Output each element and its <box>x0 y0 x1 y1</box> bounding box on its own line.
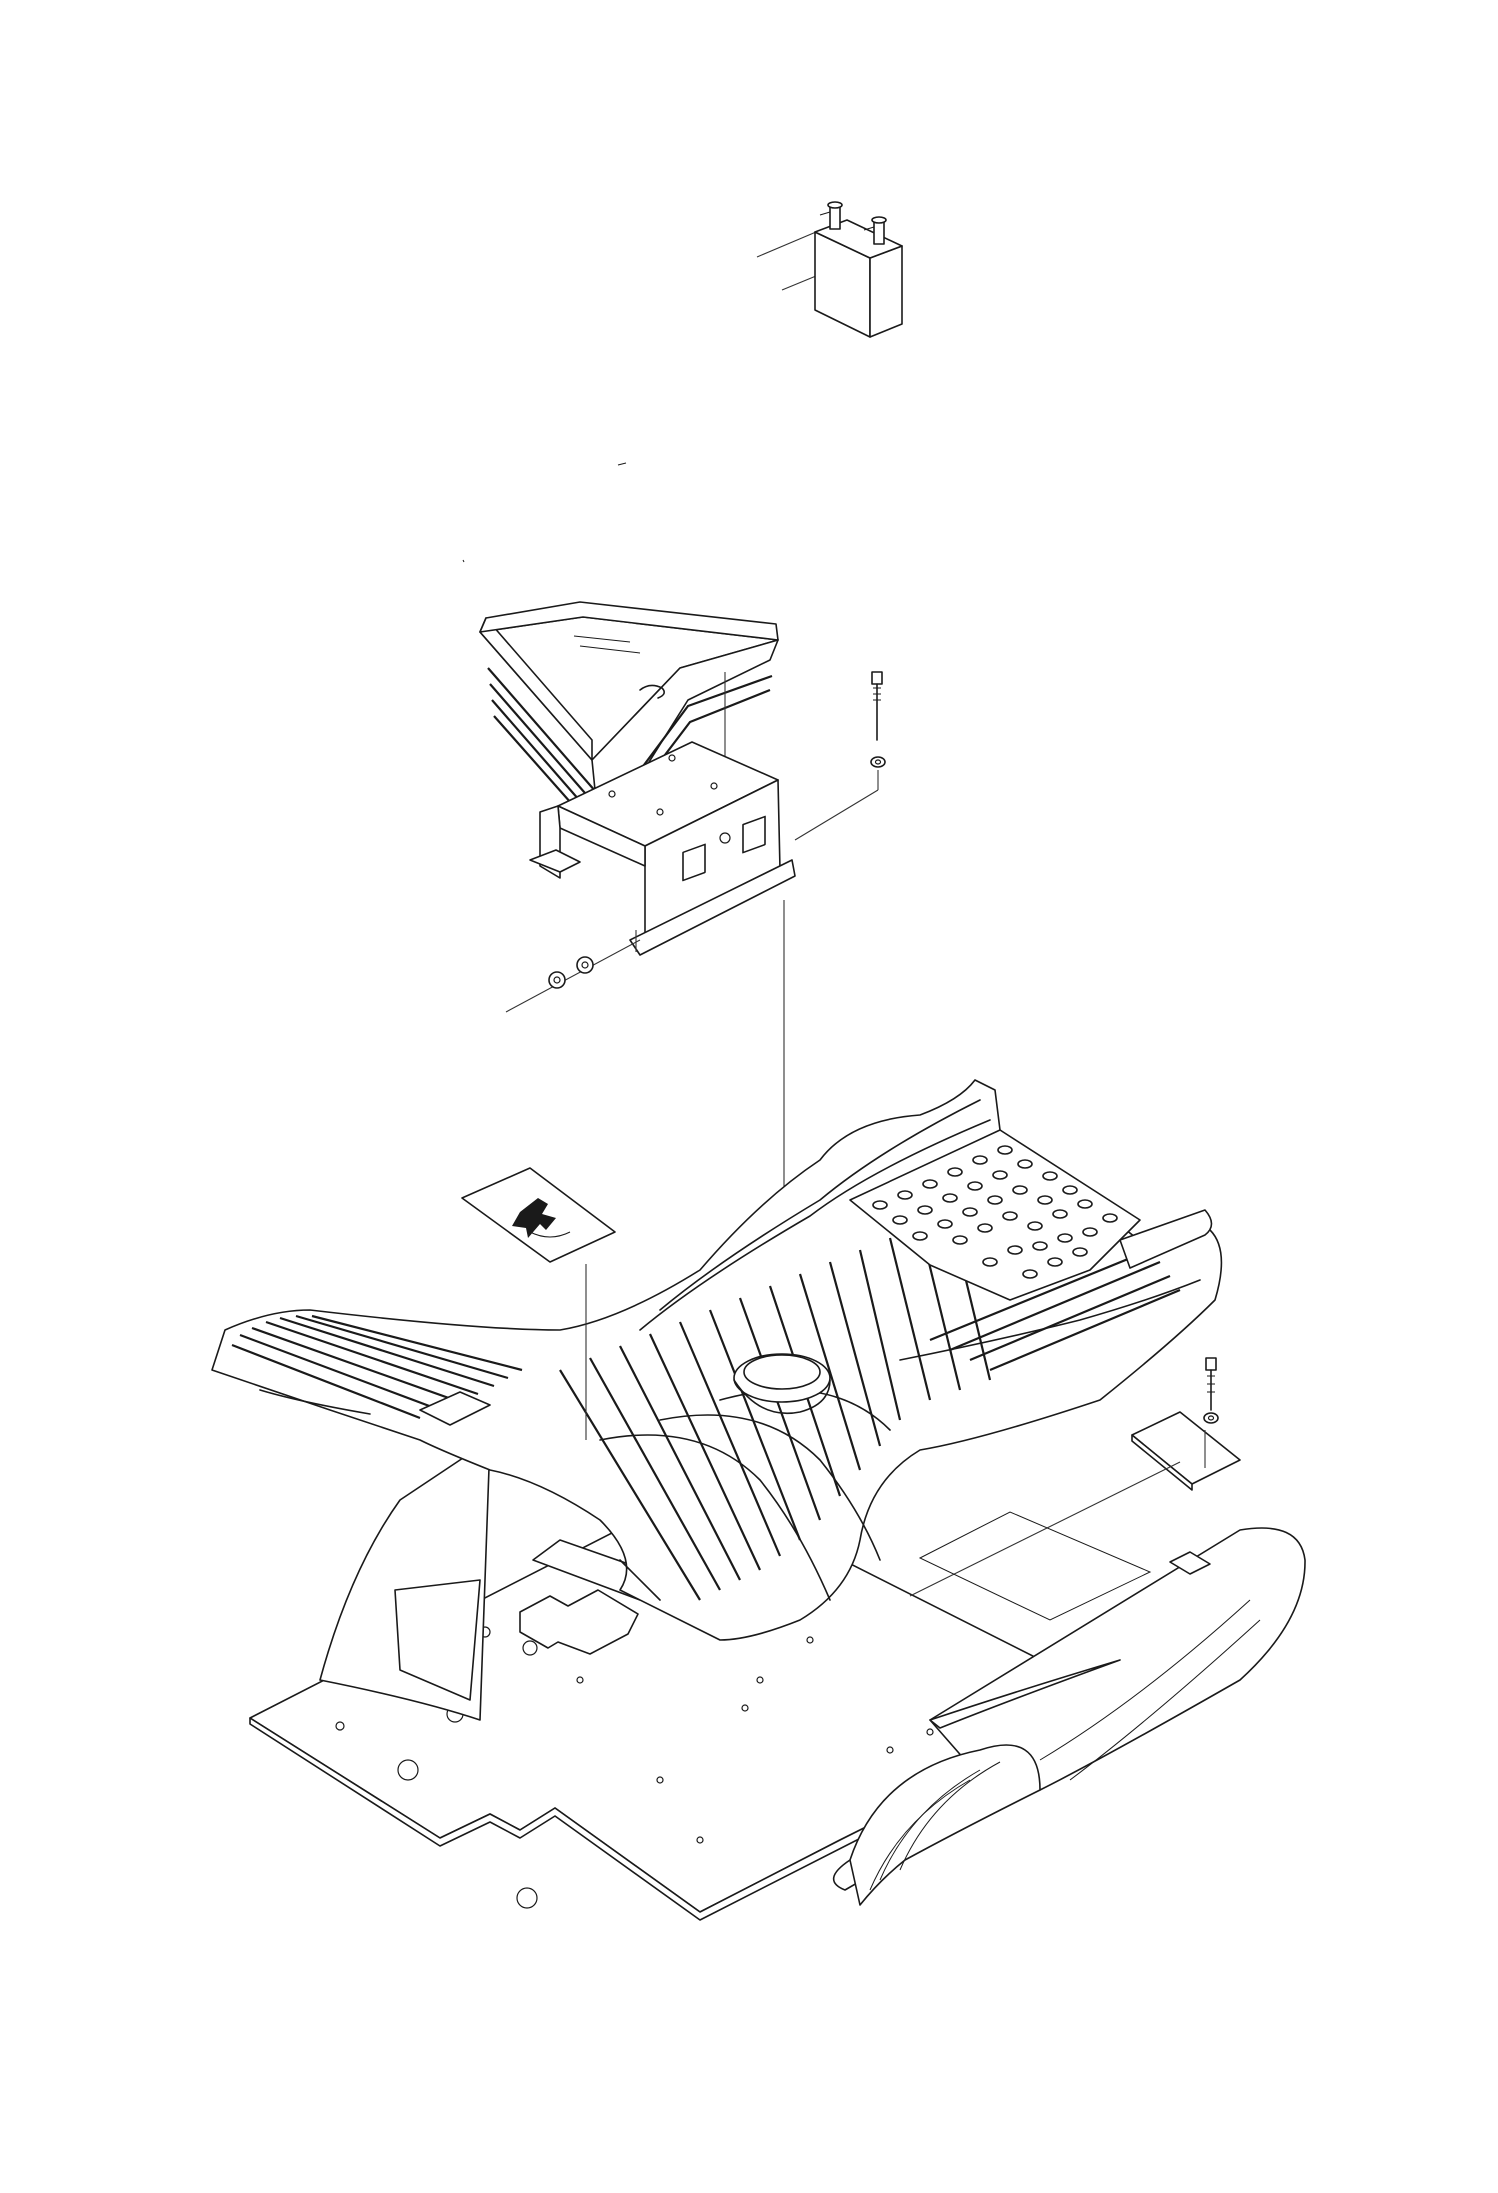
washer-icon <box>794 756 886 841</box>
stray-mark <box>617 462 627 466</box>
warning-label-icon <box>461 1167 616 1440</box>
mounting-plate-icon <box>909 1411 1241 1597</box>
bolt-icon <box>871 671 883 741</box>
washer-icon <box>1203 1412 1219 1424</box>
washer-icon <box>505 939 641 1013</box>
stray-mark <box>462 559 465 563</box>
bolt-icon <box>1205 1357 1217 1411</box>
base-plate-icon <box>918 1511 1211 1621</box>
seat-bracket-icon <box>529 741 796 1378</box>
battery-module-icon <box>756 201 903 338</box>
side-fairing-icon <box>832 1527 1306 1906</box>
floor-mat-icon <box>211 1079 1223 1641</box>
